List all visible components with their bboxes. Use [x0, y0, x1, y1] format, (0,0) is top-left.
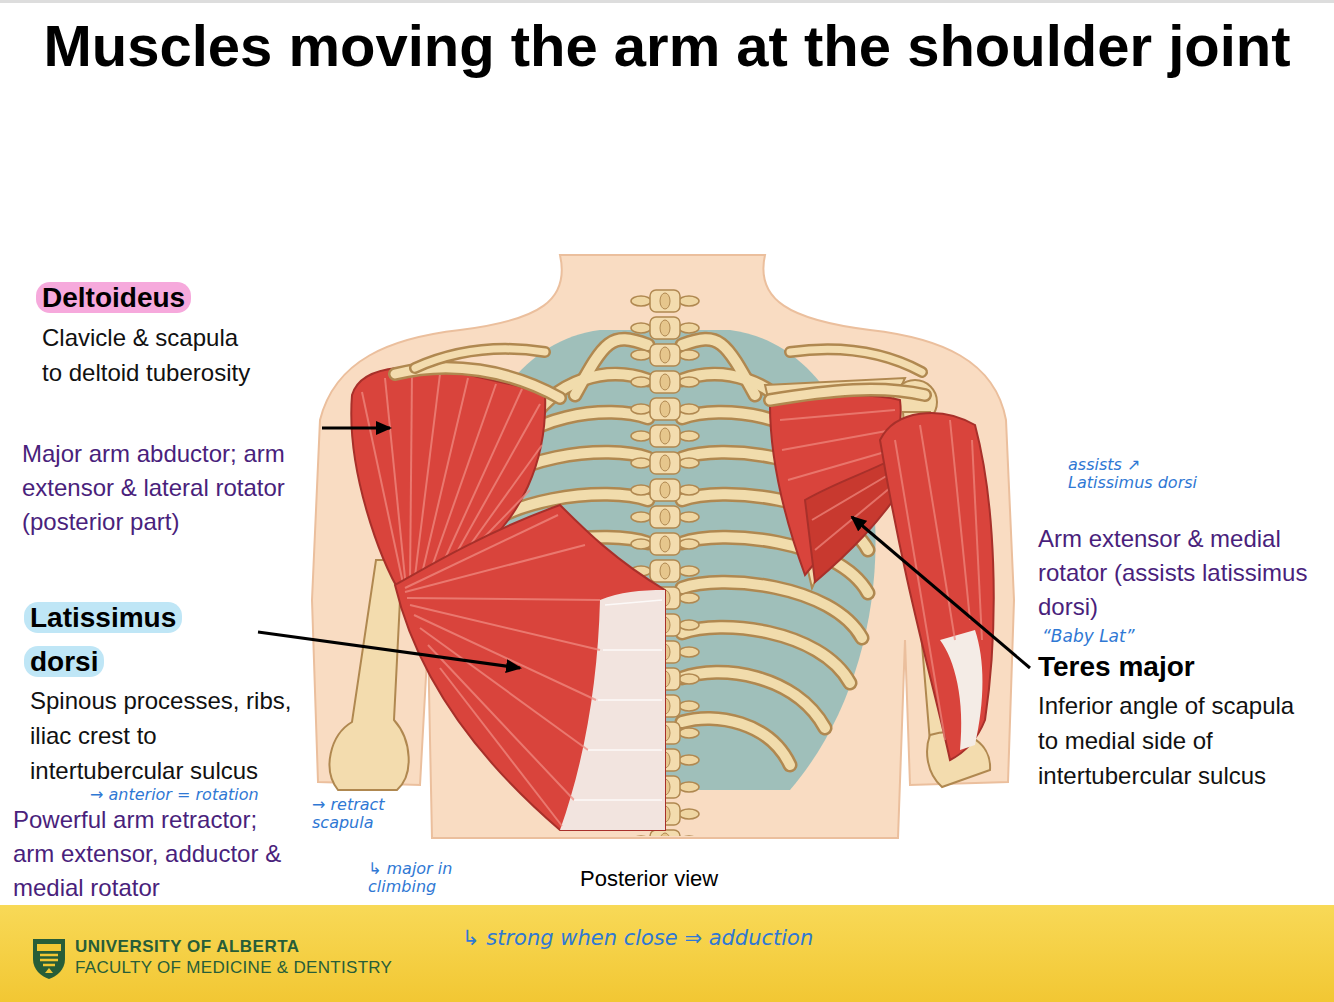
scapular-muscle: [780, 410, 895, 420]
clavicle-acromion: [770, 390, 925, 400]
scapular-muscle: [780, 410, 902, 550]
university-shield: [40, 955, 58, 965]
attachment-text: Spinous processes, ribs, iliac crest to …: [30, 683, 300, 788]
latissimus-dorsi-muscle: [588, 749, 662, 751]
university-shield: [45, 968, 53, 973]
latissimus-dorsi-muscle: [405, 515, 558, 588]
handwritten-note: → anterior = rotation: [90, 786, 340, 804]
university-shield: [31, 937, 67, 981]
muscle-heading: Latissimus dorsi: [24, 602, 182, 677]
attachment-text: Inferior angle of scapula to medial side…: [1038, 688, 1313, 793]
triceps-muscle: [880, 413, 994, 760]
clavicle-acromion: [790, 349, 922, 372]
triceps-muscle: [972, 440, 982, 640]
latissimus-dorsi-muscle: [405, 545, 585, 592]
latissimus-dorsi-muscle: [407, 598, 600, 600]
triceps-muscle: [920, 425, 955, 640]
latissimus-dorsi-muscle: [603, 649, 662, 651]
slide-title: Muscles moving the arm at the shoulder j…: [0, 12, 1334, 80]
function-text: Powerful arm retractor; arm extensor, ad…: [13, 803, 303, 905]
scapular-muscle: [788, 452, 885, 480]
handwritten-note: ↳ major in climbing: [368, 860, 488, 896]
triceps-muscle: [880, 413, 994, 760]
deltoid-muscle: [362, 392, 404, 588]
clavicle-acromion: [415, 349, 545, 368]
handwritten-note: → retract scapula: [312, 796, 422, 832]
latissimus-dorsi-muscle: [395, 505, 665, 830]
top-rule: [0, 0, 1334, 3]
latissimus-dorsi-muscle: [420, 628, 588, 750]
handwritten-note: ↳ strong when close ⇒ adduction: [462, 926, 942, 950]
latissimus-dorsi-muscle: [560, 590, 665, 830]
handwritten-note: “Baby Lat”: [1042, 626, 1242, 646]
clavicle-acromion: [415, 349, 545, 368]
deltoid-muscle: [385, 378, 406, 588]
triceps-muscle: [940, 630, 983, 750]
university-shield: [37, 944, 61, 951]
leader-arrow: [322, 427, 390, 430]
footer-text: FACULTY OF MEDICINE & DENTISTRY: [75, 957, 1334, 978]
footer-band: UNIVERSITY OF ALBERTAFACULTY OF MEDICINE…: [0, 905, 1334, 1002]
latissimus-dorsi-muscle: [405, 515, 600, 826]
figure-caption: Posterior view: [580, 866, 800, 892]
latissimus-dorsi-muscle: [574, 600, 662, 800]
body-silhouette: [312, 255, 1014, 838]
latissimus-dorsi-muscle: [440, 668, 562, 826]
latissimus-dorsi-muscle: [428, 645, 574, 800]
scapular-muscle: [782, 430, 892, 450]
leader-arrow: [258, 632, 520, 668]
clavicle-acromion: [790, 349, 922, 372]
latissimus-dorsi-muscle: [605, 600, 662, 605]
function-text: Major arm abductor; arm extensor & later…: [22, 437, 297, 539]
deltoid-muscle: [410, 372, 412, 586]
handwritten-note: assists ↗ Latissimus dorsi: [1068, 456, 1218, 492]
latissimus-dorsi-muscle: [395, 505, 665, 830]
clavicle-acromion: [395, 349, 925, 400]
muscle-heading: Teres major: [1038, 650, 1328, 684]
latissimus-dorsi-muscle: [574, 799, 662, 801]
triceps-muscle: [895, 420, 982, 740]
muscle-heading: Deltoideus: [36, 282, 191, 313]
latissimus-dorsi-muscle: [598, 699, 662, 701]
bone: [765, 378, 905, 588]
leader-arrow: [852, 517, 1030, 668]
leader-arrow: [258, 428, 1030, 668]
attachment-text: Clavicle & scapula to deltoid tuberosity: [42, 320, 257, 390]
scapular-muscle: [770, 395, 906, 582]
clavicle-acromion: [770, 390, 925, 400]
triceps-muscle: [950, 420, 970, 620]
function-text: Arm extensor & medial rotator (assists l…: [1038, 522, 1328, 624]
